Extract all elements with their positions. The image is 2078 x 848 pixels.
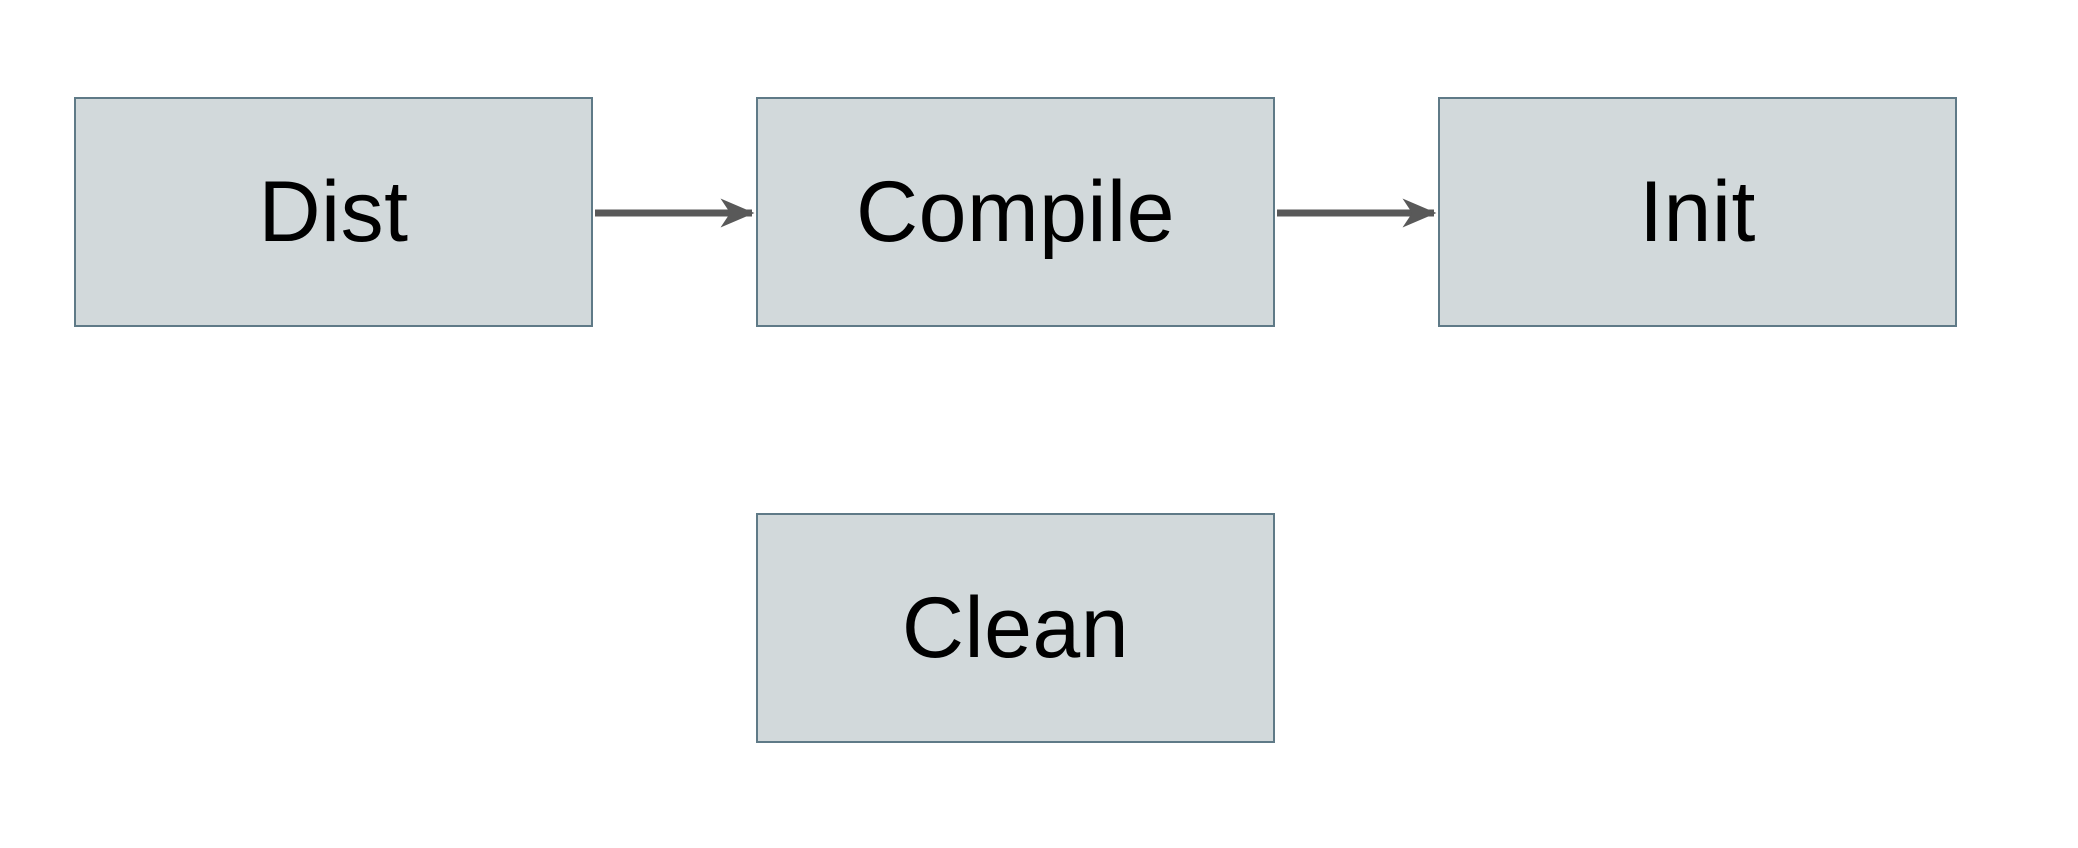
node-init: Init [1438,97,1957,327]
node-init-label: Init [1639,164,1756,260]
node-compile-label: Compile [856,164,1175,260]
node-clean-label: Clean [901,580,1130,676]
node-compile: Compile [756,97,1275,327]
node-dist: Dist [74,97,593,327]
node-dist-label: Dist [258,164,409,260]
node-clean: Clean [756,513,1275,743]
